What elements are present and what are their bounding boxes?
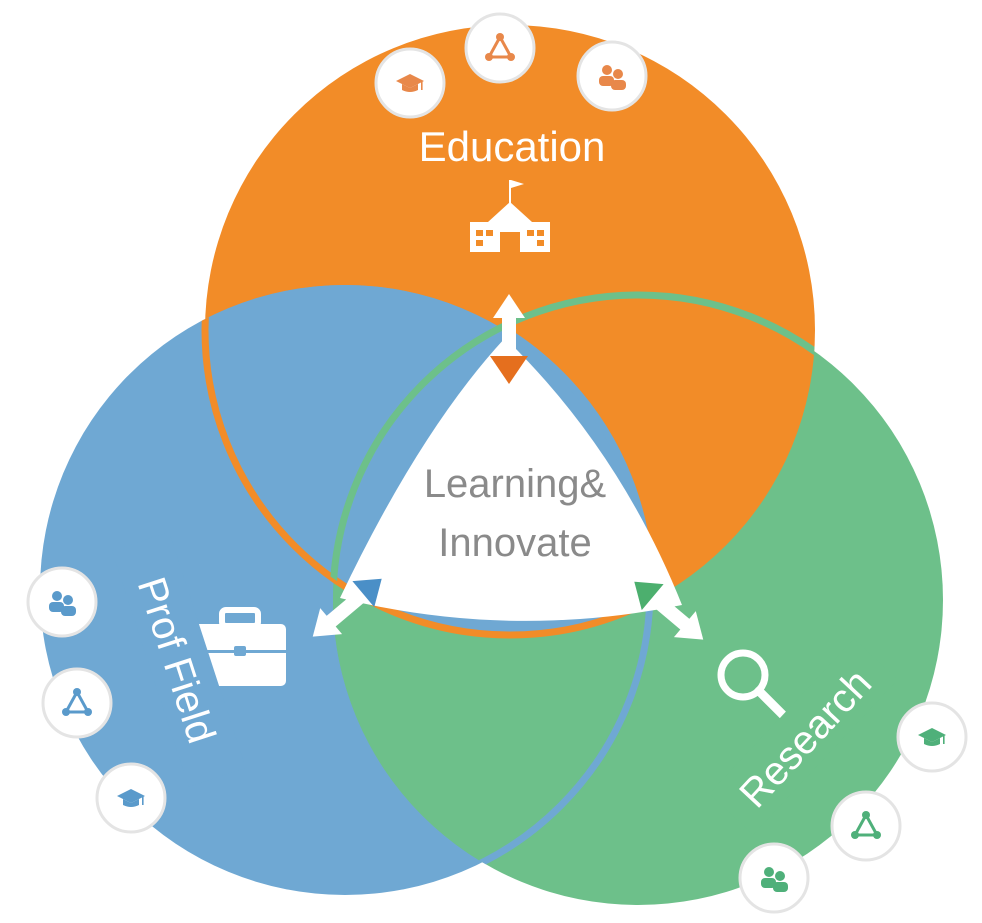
briefcase-icon — [194, 607, 286, 686]
arrow-left — [312, 578, 382, 637]
center-label: Learning& Innovate — [424, 462, 607, 565]
center-region — [340, 338, 682, 621]
magnifier-icon — [717, 649, 788, 720]
badge-top-cap — [374, 47, 446, 119]
badge-right-cap — [896, 701, 968, 773]
svg-text:Innovate: Innovate — [438, 521, 591, 565]
school-building-icon — [470, 180, 550, 252]
badge-right-people — [738, 842, 810, 914]
arrow-right — [634, 581, 704, 640]
arrow-top — [490, 294, 528, 384]
svg-text:Learning&: Learning& — [424, 462, 607, 506]
badge-left-people — [26, 566, 98, 638]
badge-left-cap — [95, 762, 167, 834]
badge-top-network — [464, 12, 536, 84]
education-label: Education — [399, 117, 627, 175]
svg-text:Education: Education — [419, 123, 606, 170]
badge-top-people — [576, 40, 648, 112]
badge-left-network — [41, 667, 113, 739]
badge-right-network — [830, 790, 902, 862]
